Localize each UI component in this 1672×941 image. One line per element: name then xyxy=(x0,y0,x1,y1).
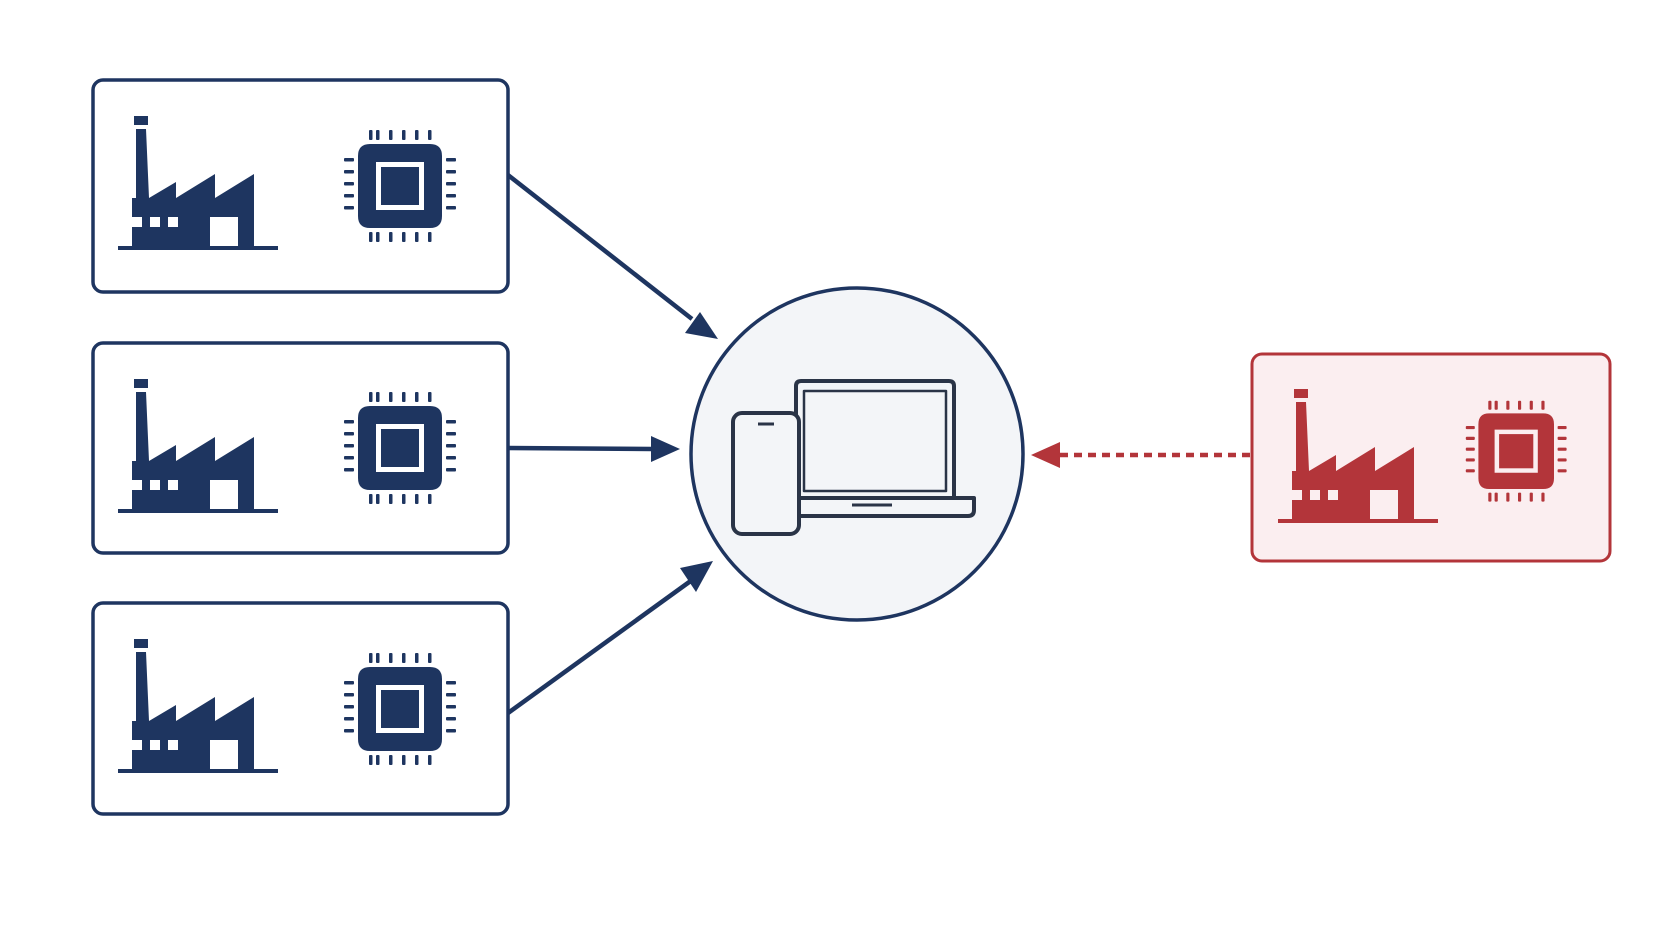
smartphone-icon xyxy=(731,411,801,536)
supplier-box-3 xyxy=(91,601,510,816)
connector-arrow-2 xyxy=(507,436,680,462)
external-supplier-box xyxy=(1250,352,1612,563)
central-hub xyxy=(689,286,1025,622)
supplier-box-2 xyxy=(91,341,510,555)
dashed-connector-arrow xyxy=(1031,442,1250,468)
connector-arrow-1 xyxy=(506,173,718,339)
supplier-box-1 xyxy=(91,78,510,294)
connector-arrow-3 xyxy=(506,561,713,715)
